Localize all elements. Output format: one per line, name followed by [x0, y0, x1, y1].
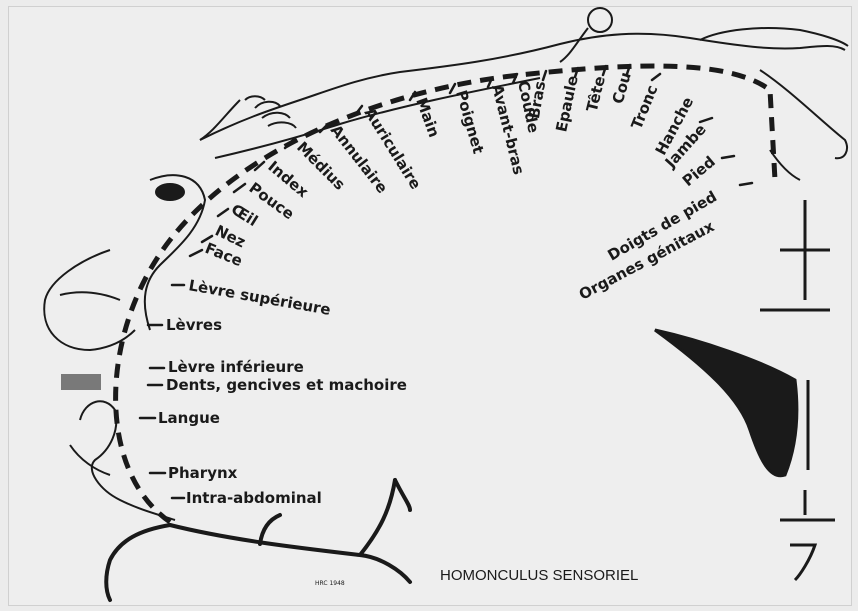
- label-dents: Dents, gencives et machoire: [166, 376, 407, 394]
- tick-marks: [140, 65, 752, 498]
- label-levres: Lèvres: [166, 316, 222, 334]
- label-main: Main: [412, 95, 443, 140]
- label-cou: Cou: [609, 70, 635, 106]
- signature: HRC 1948: [315, 580, 345, 587]
- label-intra-abdominal: Intra-abdominal: [186, 489, 322, 507]
- label-poignet: Poignet: [452, 88, 487, 156]
- label-tete: Tête: [583, 74, 609, 113]
- label-levre-superieure: Lèvre supérieure: [187, 276, 332, 319]
- label-oeil: Œil: [228, 200, 261, 230]
- label-levre-inferieure: Lèvre inférieure: [168, 358, 304, 376]
- label-tronc: Tronc: [628, 82, 662, 131]
- label-epaule: Epaule: [552, 74, 581, 134]
- right-structures: [655, 200, 835, 580]
- figure-title: HOMONCULUS SENSORIEL: [440, 567, 638, 584]
- label-langue: Langue: [158, 409, 220, 427]
- tongue-sketch: [62, 375, 175, 520]
- label-pharynx: Pharynx: [168, 464, 238, 482]
